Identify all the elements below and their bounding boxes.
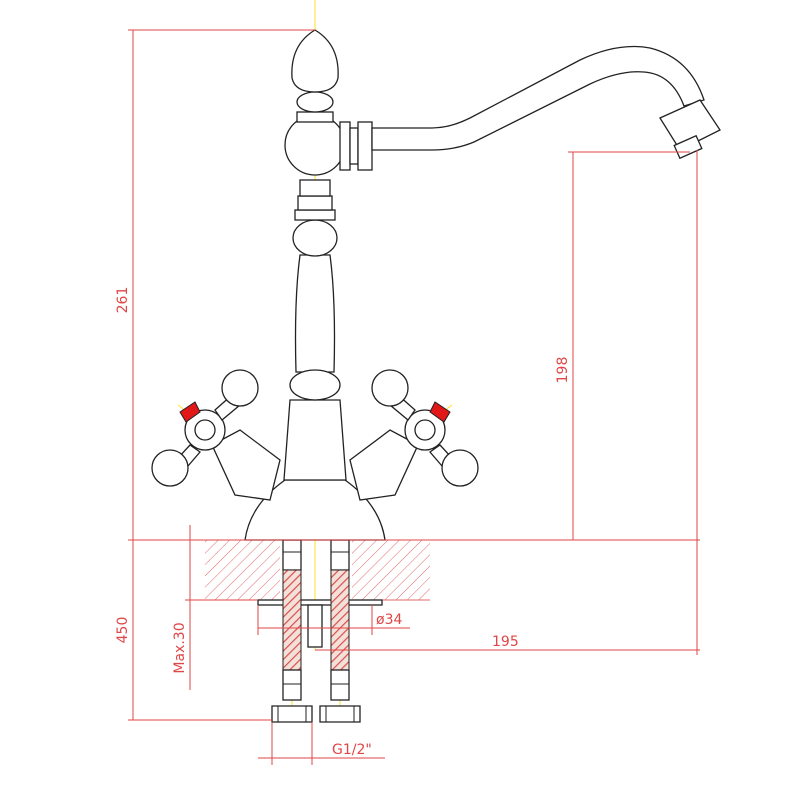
centerlines xyxy=(177,0,696,720)
faucet-body xyxy=(244,29,386,541)
overall-height-label: 261 xyxy=(115,287,131,314)
handle-hot-left xyxy=(151,369,281,501)
spout-height-label: 198 xyxy=(555,357,571,384)
hole-diameter-label: ø34 xyxy=(376,612,402,628)
swivel-spout xyxy=(339,45,721,171)
hose-length-label: 450 xyxy=(115,617,131,644)
dimension-lines xyxy=(128,29,700,765)
countertop-section xyxy=(205,539,430,648)
handle-cold-right xyxy=(349,369,479,501)
connection-thread-label: G1/2" xyxy=(332,742,372,758)
hose-right xyxy=(319,539,361,723)
spout-reach-label: 195 xyxy=(492,634,519,650)
max-counter-thickness-label: Max.30 xyxy=(172,622,188,673)
